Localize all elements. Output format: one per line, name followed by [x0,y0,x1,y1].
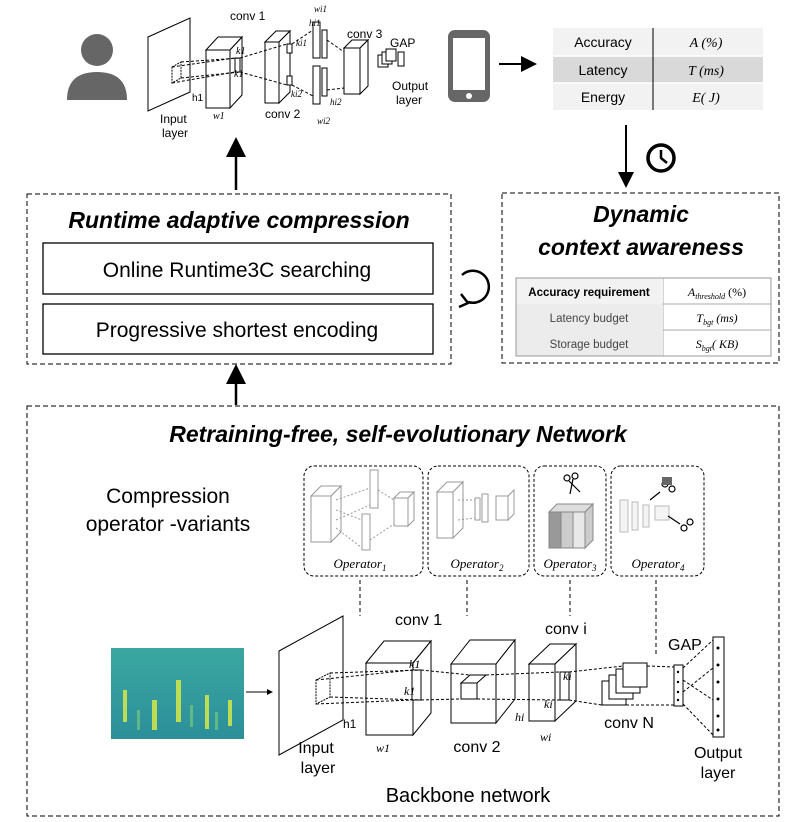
bb-output-label-2: layer [701,765,736,782]
runtime-item-encoding-label: Progressive shortest encoding [96,319,379,342]
context-storage-symbol: S [696,337,702,351]
runtime-title: Runtime adaptive compression [68,207,409,233]
top-h1-label: h1 [192,93,204,104]
top-conv1-label: conv 1 [230,9,266,23]
operator-4-card: Operator4 [610,465,705,577]
context-accuracy-label: Accuracy requirement [528,287,650,299]
top-cnn-labels: Input layer h1 w1 conv 1 k1 k1 conv 2 ki… [160,4,429,140]
bb-w1-label: w1 [376,741,390,755]
operator-3-sub: 3 [591,563,597,573]
operator-2-name: Operator [451,556,500,571]
top-input-label: Input [160,112,187,126]
top-output-label-2: layer [396,93,422,107]
top-conv2-label: conv 2 [265,107,301,121]
svg-text:Operator1: Operator1 [334,556,387,573]
phone-icon [448,30,490,102]
bb-k1b-label: k1 [404,684,415,698]
runtime-item-encoding [42,303,434,355]
top-cnn-diagram [147,17,405,112]
backbone-labels: Input layer h1 w1 conv 1 k1 k1 conv 2 co… [298,612,742,807]
context-latency-unit: (ms) [713,311,737,325]
context-storage-label: Storage budget [550,339,629,351]
context-latency-sub: bgt [703,318,714,327]
spectrogram-image [111,648,244,739]
bb-convi-label: conv i [545,621,587,638]
svg-text:Operator3: Operator3 [544,556,597,573]
svg-text:Operator2: Operator2 [451,556,504,573]
runtime-compression-box: Runtime adaptive compression Online Runt… [26,193,452,365]
metric-energy-label: Energy [581,89,625,105]
top-k1a-label: k1 [236,46,245,57]
backbone-caption: Backbone network [386,785,552,807]
operator-1-name: Operator [334,556,383,571]
bb-input-label-2: layer [301,760,336,777]
context-latency-symbol: T [696,311,704,325]
network-box: Retraining-free, self-evolutionary Netwo… [26,405,780,817]
top-gap-label: GAP [390,36,415,50]
top-wi1-label: wi1 [314,4,327,14]
operator-4-name: Operator [632,556,681,571]
bb-input-label: Input [298,740,334,757]
refresh-loop-icon [458,269,491,309]
context-title-line2: context awareness [538,234,744,260]
metric-accuracy-symbol: A (%) [689,36,723,51]
bb-convN-label: conv N [604,715,654,732]
bb-conv2-label: conv 2 [453,739,500,756]
bb-h1-label: h1 [343,717,357,731]
top-ki2-label: ki2 [291,89,302,99]
operator-2-sub: 2 [499,563,504,573]
svg-text:Tbgt (ms): Tbgt (ms) [696,311,737,327]
svg-text:Athreshold (%): Athreshold (%) [687,285,746,301]
context-latency-label: Latency budget [550,313,629,325]
bb-kib-label: ki [544,697,553,711]
runtime-item-search [42,242,434,295]
backbone-network [278,615,725,756]
context-storage-unit: ( KB) [712,337,738,351]
context-accuracy-symbol: A [687,285,696,299]
operator-connectors [359,580,657,656]
top-input-label-2: layer [162,126,188,140]
context-accuracy-unit: (%) [725,285,746,299]
top-w1-label: w1 [213,111,225,122]
clock-icon [646,143,676,173]
top-conv3-label: conv 3 [347,27,383,41]
metric-energy-symbol: E( J) [691,91,720,106]
svg-text:Operator4: Operator4 [632,556,685,573]
context-accuracy-sub: threshold [695,292,726,301]
metrics-table: Accuracy A (%) Latency T (ms) Energy E( … [553,28,763,110]
top-wi2-label: wi2 [317,116,331,126]
metric-accuracy-label: Accuracy [574,34,632,50]
network-title: Retraining-free, self-evolutionary Netwo… [169,421,628,447]
operator-3-card: Operator3 [533,465,607,577]
svg-text:Sbgt( KB): Sbgt( KB) [696,337,739,353]
operator-1-card: Operator1 [303,465,424,577]
bb-gap-label: GAP [668,637,702,654]
context-awareness-box: Dynamic context awareness Accuracy requi… [501,192,780,364]
bb-k1a-label: k1 [409,657,420,671]
top-k1b-label: k1 [234,69,243,80]
bb-kia-label: ki [563,669,572,683]
top-output-label: Output [392,79,429,93]
metric-latency-label: Latency [578,62,627,78]
operator-4-sub: 4 [680,563,685,573]
bb-hi-label: hi [515,710,524,724]
variants-label-1: Compression [106,485,230,508]
top-hi2-label: hi2 [330,97,342,107]
operator-2-card: Operator2 [427,465,530,577]
user-icon [67,34,127,100]
top-ki1-label: ki1 [296,38,307,48]
context-title-line1: Dynamic [593,201,689,227]
operator-3-name: Operator [544,556,593,571]
variants-label-2: operator -variants [86,513,251,536]
top-hi1-label: hi1 [309,18,321,28]
operator-1-sub: 1 [382,563,387,573]
metric-latency-symbol: T (ms) [688,64,724,79]
bb-conv1-label: conv 1 [395,612,442,629]
runtime-item-search-label: Online Runtime3C searching [103,259,371,282]
bb-output-label: Output [694,745,743,762]
scissors-icon [563,472,581,495]
bb-wi-label: wi [540,730,551,744]
context-storage-sub: bgt [702,344,713,353]
